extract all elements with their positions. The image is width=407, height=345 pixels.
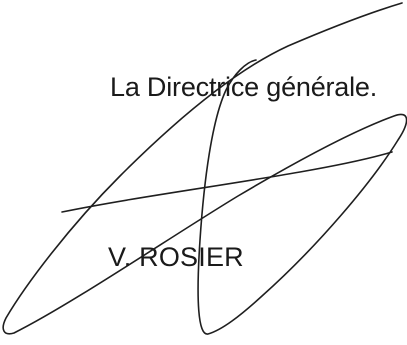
signature-stroke-main	[2, 2, 407, 335]
signatory-name: V. ROSIER	[108, 242, 244, 272]
signature-stroke-cross	[61, 151, 393, 213]
signatory-title: La Directrice générale.	[110, 72, 378, 102]
